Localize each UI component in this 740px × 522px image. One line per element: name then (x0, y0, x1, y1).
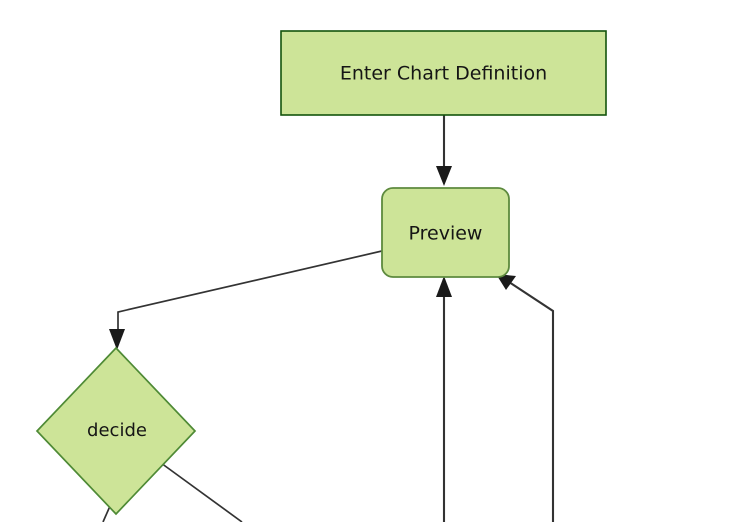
edge-line (117, 250, 383, 336)
edge-line (508, 281, 555, 522)
node-preview[interactable]: Preview (381, 187, 510, 278)
node-enter-chart-definition[interactable]: Enter Chart Definition (280, 30, 607, 116)
edge-decide-out-right[interactable] (160, 462, 243, 522)
edge-line (160, 462, 243, 522)
node-diamond (35, 346, 197, 516)
node-decide[interactable]: decide (35, 346, 197, 516)
edge-enter-to-preview[interactable] (436, 115, 452, 186)
arrowhead-upleft-icon (496, 274, 516, 290)
node-label-preview: Preview (409, 223, 483, 245)
edge-return-right-to-preview[interactable] (496, 274, 555, 522)
node-rounded-rect (381, 187, 510, 278)
arrowhead-down-icon (109, 329, 125, 350)
arrowhead-up-icon (436, 276, 452, 297)
node-label-enter-chart-definition: Enter Chart Definition (340, 63, 547, 85)
edge-return-center-to-preview[interactable] (436, 276, 452, 522)
node-label-decide: decide (87, 420, 147, 441)
arrowhead-down-icon (436, 166, 452, 186)
edge-preview-to-decide[interactable] (109, 250, 383, 350)
node-rect (280, 30, 607, 116)
